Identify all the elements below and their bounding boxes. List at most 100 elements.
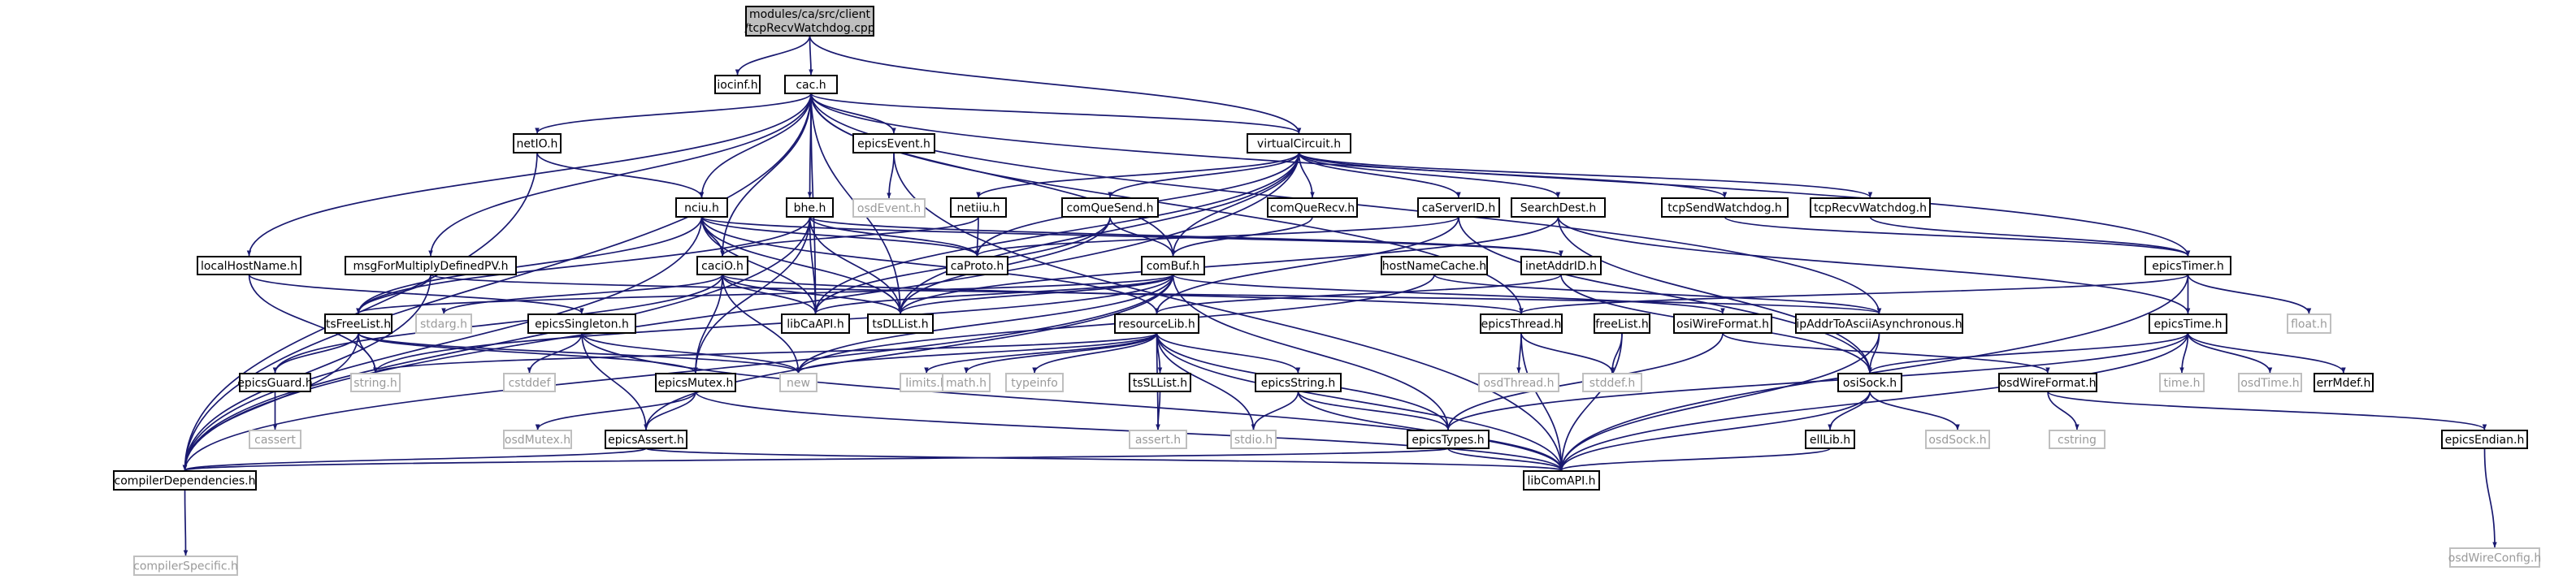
- include-edge-epics-singleton-to-lib-com-api: [581, 332, 1564, 471]
- file-node-epics-guard[interactable]: epicsGuard.h: [237, 373, 313, 392]
- include-edge-resource-lib-to-typeinfo: [1032, 332, 1158, 374]
- file-node-free-list[interactable]: freeList.h: [1594, 313, 1650, 334]
- include-edge-com-que-send-to-com-buf: [1109, 216, 1176, 257]
- file-node-lib-ca-api[interactable]: libCaAPI.h: [781, 313, 850, 334]
- include-edge-bhe-to-ts-dllist: [809, 216, 903, 314]
- include-edge-epics-string-to-epics-types: [1297, 391, 1451, 430]
- file-node-local-host-name[interactable]: localHostName.h: [197, 256, 301, 275]
- file-node-lib-com-api[interactable]: libComAPI.h: [1523, 470, 1600, 491]
- file-node-caci-o[interactable]: caciO.h: [696, 256, 748, 275]
- file-node-ts-dllist[interactable]: tsDLList.h: [867, 313, 934, 334]
- file-node-ts-sllist[interactable]: tsSLList.h: [1129, 373, 1191, 392]
- file-node-epics-mutex[interactable]: epicsMutex.h: [655, 373, 736, 392]
- file-node-ca-server-id[interactable]: caServerID.h: [1417, 197, 1500, 218]
- file-node-float: float.h: [2287, 313, 2331, 334]
- file-node-osi-wire-format[interactable]: osiWireFormat.h: [1673, 313, 1772, 334]
- file-node-label: new: [787, 377, 810, 390]
- include-edge-com-buf-to-ts-dllist: [898, 274, 1174, 314]
- file-node-epics-thread[interactable]: epicsThread.h: [1480, 313, 1563, 334]
- file-node-tcp-recv-watchdog[interactable]: tcpRecvWatchdog.h: [1810, 197, 1931, 218]
- file-node-bhe[interactable]: bhe.h: [786, 197, 834, 218]
- file-node-label: epicsSingleton.h: [535, 318, 629, 331]
- include-edge-ts-free-list-to-epics-mutex: [358, 332, 698, 374]
- file-node-osd-wire-format[interactable]: osdWireFormat.h: [1998, 373, 2097, 392]
- file-node-label: string.h: [353, 377, 397, 390]
- include-edge-epics-types-to-compiler-dependencies: [183, 447, 1449, 471]
- file-node-msg-for-multiply-defined-pv[interactable]: msgForMultiplyDefinedPV.h: [345, 256, 517, 275]
- file-node-epics-endian[interactable]: epicsEndian.h: [2441, 430, 2528, 449]
- file-node-box: [696, 256, 748, 275]
- file-node-search-dest[interactable]: SearchDest.h: [1511, 197, 1606, 218]
- file-node-box: [2314, 373, 2374, 392]
- include-edge-search-dest-to-epics-time: [1557, 216, 2191, 314]
- file-node-ca-proto[interactable]: caProto.h: [946, 256, 1008, 275]
- file-node-com-buf[interactable]: comBuf.h: [1141, 256, 1205, 275]
- file-node-err-mdef[interactable]: errMdef.h: [2314, 373, 2374, 392]
- file-node-epics-assert[interactable]: epicsAssert.h: [605, 430, 687, 449]
- file-node-label: limits.h: [905, 377, 947, 390]
- file-node-osi-sock[interactable]: osiSock.h: [1837, 373, 1902, 392]
- include-edge-root-to-cac: [809, 35, 813, 76]
- file-node-box: [1129, 430, 1187, 449]
- file-node-compiler-dependencies[interactable]: compilerDependencies.h: [113, 470, 257, 491]
- file-node-cstring: cstring: [2049, 430, 2105, 449]
- include-edge-com-buf-to-new: [796, 274, 1174, 374]
- file-node-label: msgForMultiplyDefinedPV.h: [353, 260, 508, 273]
- file-node-box: [2449, 547, 2540, 568]
- file-node-ell-lib[interactable]: ellLib.h: [1805, 430, 1855, 449]
- include-edge-ts-free-list-to-epics-guard: [272, 332, 359, 374]
- file-node-stdio: stdio.h: [1230, 430, 1277, 449]
- include-edge-cac-to-virtual-circuit: [810, 93, 1302, 134]
- file-node-epics-singleton[interactable]: epicsSingleton.h: [527, 313, 636, 334]
- file-node-epics-event[interactable]: epicsEvent.h: [852, 133, 935, 153]
- file-node-epics-time[interactable]: epicsTime.h: [2149, 313, 2227, 334]
- file-node-stddef: stddef.h: [1582, 373, 1642, 392]
- file-node-epics-string[interactable]: epicsString.h: [1255, 373, 1342, 392]
- file-node-box: [1673, 313, 1772, 334]
- file-node-label: resourceLib.h: [1118, 318, 1195, 331]
- file-node-net-io[interactable]: netIO.h: [513, 133, 562, 153]
- include-edge-compiler-dependencies-to-compiler-specific: [183, 489, 189, 556]
- file-node-box: [197, 256, 301, 275]
- file-node-epics-timer[interactable]: epicsTimer.h: [2144, 256, 2231, 275]
- include-edge-cac-to-nciu: [699, 93, 812, 198]
- file-node-math: math.h: [942, 373, 991, 392]
- include-edge-tcp-recv-watchdog-to-epics-timer: [1869, 216, 2191, 257]
- file-node-label: stdio.h: [1234, 434, 1273, 447]
- file-node-resource-lib[interactable]: resourceLib.h: [1114, 313, 1199, 334]
- file-node-label: SearchDest.h: [1520, 202, 1597, 215]
- include-edge-epics-thread-to-stddef: [1520, 332, 1615, 374]
- file-node-iocinf[interactable]: iocinf.h: [714, 75, 761, 94]
- file-node-cac[interactable]: cac.h: [784, 75, 838, 94]
- include-edge-msg-for-multiply-defined-pv-to-compiler-dependencies: [182, 274, 432, 471]
- file-node-box: [1795, 313, 1963, 334]
- file-node-assert: assert.h: [1129, 430, 1187, 449]
- file-node-box: [2441, 430, 2528, 449]
- file-node-virtual-circuit[interactable]: virtualCircuit.h: [1247, 133, 1351, 153]
- file-node-com-que-send[interactable]: comQueSend.h: [1061, 197, 1159, 218]
- include-edge-ca-server-id-to-ca-proto: [974, 216, 1459, 257]
- file-node-timeh: time.h: [2159, 373, 2205, 392]
- file-node-inet-addr-id[interactable]: inetAddrID.h: [1520, 256, 1602, 275]
- include-edge-nciu-to-ts-dllist: [700, 216, 903, 314]
- file-node-tcp-send-watchdog[interactable]: tcpSendWatchdog.h: [1661, 197, 1789, 218]
- file-node-label: caProto.h: [951, 260, 1004, 273]
- include-edge-epics-singleton-to-cstddef: [527, 332, 583, 374]
- file-node-com-que-recv[interactable]: comQueRecv.h: [1267, 197, 1358, 218]
- file-node-box: [1837, 373, 1902, 392]
- file-node-epics-types[interactable]: epicsTypes.h: [1407, 430, 1490, 449]
- include-edge-free-list-to-lib-com-api: [1559, 332, 1623, 471]
- file-node-nciu[interactable]: nciu.h: [675, 197, 728, 218]
- file-node-host-name-cache[interactable]: hostNameCache.h: [1381, 256, 1488, 275]
- include-edge-epics-event-to-lib-com-api: [893, 152, 1564, 471]
- file-node-ip-addr-to-ascii-asynchronous[interactable]: ipAddrToAsciiAsynchronous.h: [1795, 313, 1963, 334]
- file-node-box: [852, 198, 926, 218]
- file-node-label: hostNameCache.h: [1382, 260, 1486, 273]
- file-node-box: [1594, 313, 1650, 334]
- include-edge-cac-to-local-host-name: [246, 93, 812, 257]
- include-edge-com-buf-to-ts-free-list: [356, 274, 1174, 314]
- file-node-netiiu[interactable]: netiiu.h: [950, 197, 1007, 218]
- file-node-stdarg: stdarg.h: [415, 313, 472, 334]
- file-node-ts-free-list[interactable]: tsFreeList.h: [324, 313, 392, 334]
- include-edge-msg-for-multiply-defined-pv-to-ip-addr-to-ascii-asynchronous: [430, 274, 1881, 314]
